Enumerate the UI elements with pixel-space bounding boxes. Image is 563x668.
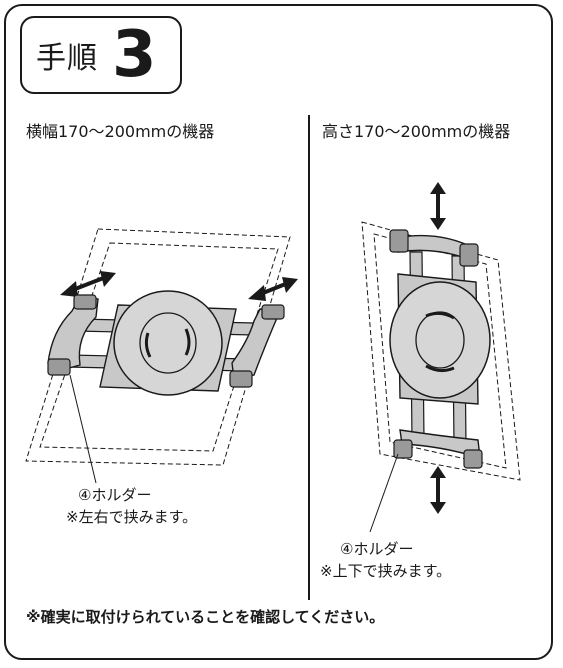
disk-grip	[425, 311, 455, 320]
device-outline-inner	[39, 242, 279, 452]
vertical-holder-illustration	[361, 182, 521, 533]
callout-leader	[69, 374, 97, 484]
step-header: 手順 3	[20, 16, 182, 94]
left-callout-note: ※左右で挟みます。	[66, 508, 198, 526]
left-panel-heading: 横幅170〜200mmの機器	[26, 122, 215, 141]
double-arrow-icon	[430, 466, 446, 514]
disk-grip	[184, 328, 191, 356]
top-holder	[389, 229, 479, 267]
confirmation-note: ※確実に取付けられていることを確認してください。	[26, 608, 385, 626]
disk-grip	[425, 364, 455, 373]
step-label: 手順	[36, 41, 98, 76]
double-arrow-icon	[248, 277, 298, 301]
horizontal-holder-illustration	[25, 228, 298, 484]
disk-grip	[144, 332, 152, 358]
left-callout: ④ホルダー ※左右で挟みます。	[66, 484, 197, 528]
device-outline-outer	[25, 228, 291, 466]
instruction-frame	[4, 4, 553, 660]
step-number: 3	[112, 18, 157, 92]
suction-disk	[113, 290, 223, 396]
right-panel-heading: 高さ170〜200mmの機器	[322, 122, 511, 141]
panel-divider	[308, 115, 310, 600]
left-callout-title: ④ホルダー	[78, 486, 152, 504]
callout-leader	[369, 453, 399, 533]
suction-disk	[389, 281, 491, 399]
disk-ring	[139, 312, 197, 374]
right-callout-note: ※上下で挟みます。	[320, 562, 452, 580]
right-holder	[229, 304, 285, 388]
right-callout: ④ホルダー ※上下で挟みます。	[320, 538, 451, 582]
double-arrow-icon	[430, 182, 446, 230]
device-outline-outer	[361, 221, 521, 481]
double-arrow-icon	[60, 271, 116, 297]
left-holder	[47, 294, 99, 376]
right-callout-title: ④ホルダー	[340, 540, 414, 558]
device-outline-inner	[373, 233, 507, 469]
bottom-holder	[393, 429, 483, 469]
